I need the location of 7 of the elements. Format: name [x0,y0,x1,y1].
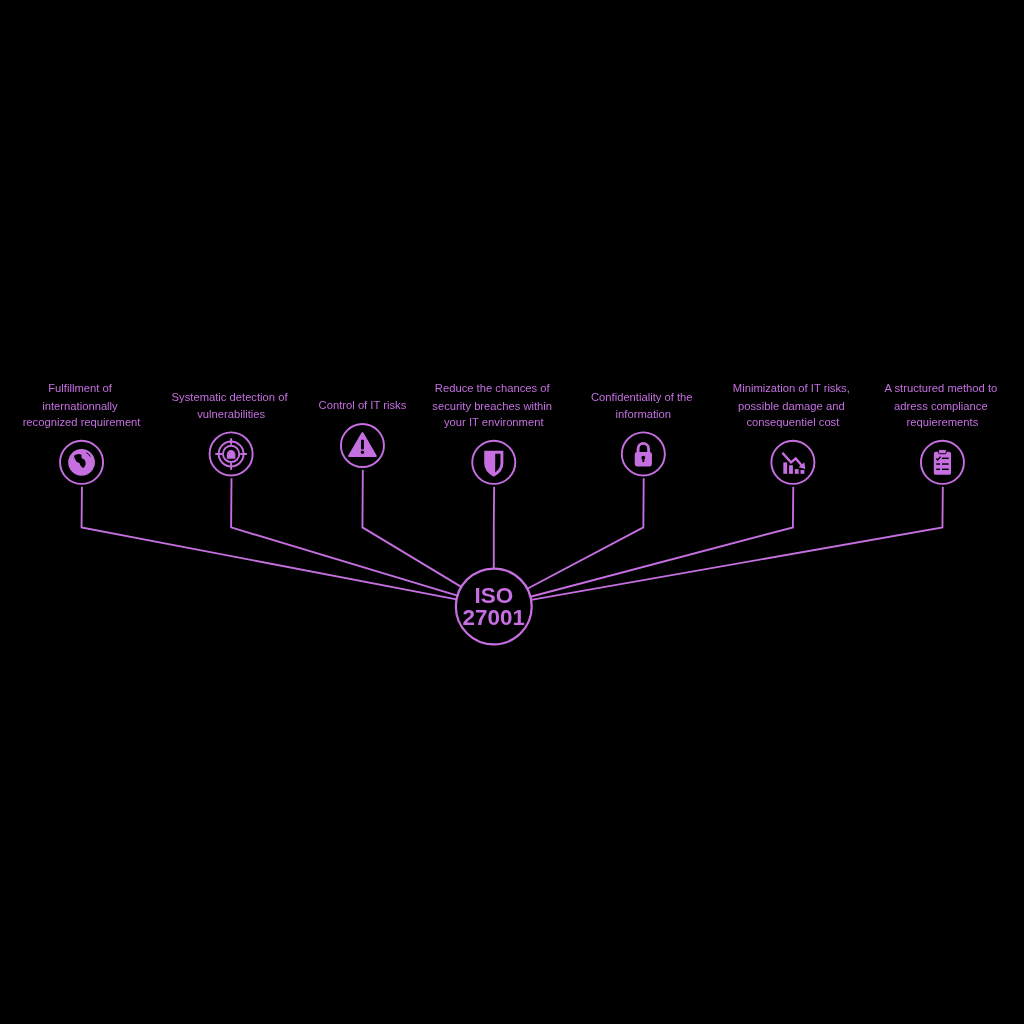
connector [526,477,645,590]
node-text: Control of IT risks [318,399,407,412]
connector [492,486,496,570]
connector [361,469,463,589]
connector [529,486,795,599]
node-circle: ISO 27001 [454,567,533,646]
connector [530,486,944,602]
